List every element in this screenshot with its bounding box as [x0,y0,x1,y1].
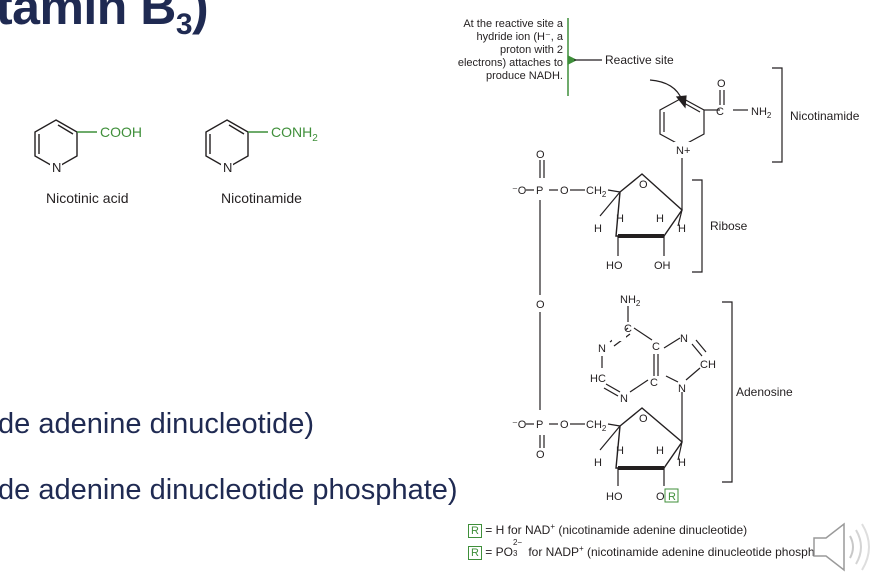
atom-n: N [620,393,628,405]
atom-nh2: NH2 [751,106,772,120]
atom-oh: OH [654,260,671,272]
nad-structure: Reactive site O C NH2 N+ Nicotinamide O … [512,18,860,503]
atom-ch2: CH2 [586,419,607,433]
atom-n: N [598,343,606,355]
r-group: R [668,491,676,503]
atom-o: O [656,491,665,503]
atom-o-minus: ⁻O [512,419,527,431]
atom-h: H [616,445,624,457]
atom-p: P [536,419,543,431]
cooh-group: COOH [100,124,142,140]
atom-ch2: CH2 [586,185,607,199]
atom-n: N [680,333,688,345]
nicotinamide-bracket-label: Nicotinamide [790,109,860,123]
atom-n: N [678,383,686,395]
conh2-group: CONH2 [271,124,318,144]
atom-c: C [650,377,658,389]
atom-c: C [624,323,632,335]
legend-nad: R = H for NAD+ (nicotinamide adenine din… [468,522,747,538]
atom-h: H [678,223,686,235]
adenosine-bracket-label: Adenosine [736,385,793,399]
nicotinic-acid-label: Nicotinic acid [46,190,129,206]
atom-nh2: NH2 [620,294,641,308]
atom-h: H [656,445,664,457]
slide-line-nadp: de adenine dinucleotide phosphate) [0,474,458,506]
reactive-site-label: Reactive site [605,53,674,67]
atom-ho: HO [606,491,623,503]
atom-c: C [716,106,724,118]
atom-h: H [678,457,686,469]
atom-o: O [536,449,545,461]
ring-n-label: N [223,160,232,175]
atom-o: O [717,78,726,90]
atom-o-minus: ⁻O [512,185,527,197]
hydride-callout: At the reactive site a hydride ion (H⁻, … [457,18,563,82]
atom-o: O [560,419,569,431]
atom-hc: HC [590,373,606,385]
atom-ch: CH [700,359,716,371]
atom-o: O [560,185,569,197]
slide-title: tamin B3) [0,0,209,41]
atom-h: H [594,457,602,469]
small-molecules: N N COOH CONH2 [34,119,318,175]
atom-h: H [656,213,664,225]
slide-line-nad: de adenine dinucleotide) [0,408,315,440]
r-box: R [468,546,482,560]
ring-o: O [639,179,648,191]
atom-o: O [536,299,545,311]
atom-h: H [616,213,624,225]
ring-n-label: N [52,160,61,175]
ring-o: O [639,413,648,425]
atom-n-plus: N+ [676,145,690,157]
r-box: R [468,524,482,538]
atom-p: P [536,185,543,197]
speaker-icon[interactable] [804,516,872,578]
atom-ho: HO [606,260,623,272]
ribose-bracket-label: Ribose [710,219,748,233]
nicotinamide-label: Nicotinamide [221,190,302,206]
atom-c: C [652,341,660,353]
atom-o: O [536,149,545,161]
atom-h: H [594,223,602,235]
